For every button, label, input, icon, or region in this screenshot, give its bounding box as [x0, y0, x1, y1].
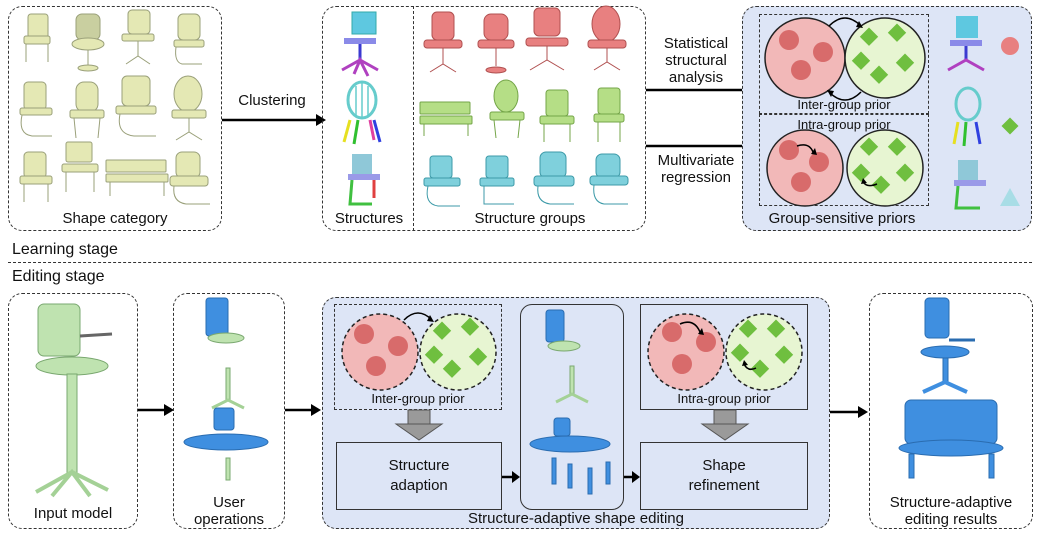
clustering-label: Clustering	[238, 92, 306, 109]
inter-group-prior-diagram	[764, 17, 926, 101]
structure-groups-chairs	[419, 5, 629, 207]
editing-intra-prior-label: Intra-group prior	[677, 391, 771, 406]
learning-stage-label: Learning stage	[12, 241, 118, 258]
editing-stage-label: Editing stage	[12, 268, 105, 285]
structure-adaption-line-2: adaption	[390, 477, 448, 494]
editing-intra-prior-diagram	[647, 313, 803, 391]
results-line-1: Structure-adaptive	[889, 494, 1013, 511]
results-line-2: editing results	[904, 511, 998, 528]
shape-editing-label: Structure-adaptive shape editing	[468, 510, 684, 527]
inter-group-prior-frame	[759, 14, 929, 114]
user-to-editing-arrow	[285, 404, 321, 416]
input-model-panel	[8, 293, 138, 529]
adapted-parts	[529, 309, 611, 495]
results-panel	[869, 293, 1033, 529]
inter-group-prior-label: Inter-group prior	[797, 97, 891, 112]
intra-prior-down-arrow	[700, 409, 750, 441]
structure-adaption-line-1: Structure	[388, 457, 450, 474]
inter-prior-down-arrow	[394, 409, 444, 441]
user-operations-parts	[183, 297, 269, 481]
statistical-line-3: analysis	[668, 69, 724, 86]
statistical-line-2: structural	[665, 52, 727, 69]
editing-inter-prior-diagram	[341, 312, 497, 391]
user-operations-line-1: User	[213, 494, 245, 511]
intra-group-prior-diagram	[766, 129, 924, 207]
multivariate-line-1: Multivariate	[657, 152, 735, 169]
editing-to-results-arrow	[830, 406, 868, 418]
shape-category-panel	[8, 6, 222, 231]
intra-group-prior-frame	[759, 114, 929, 206]
structure-groups-label: Structure groups	[474, 210, 586, 227]
editing-inter-prior-label: Inter-group prior	[371, 391, 465, 406]
statistical-line-1: Statistical	[663, 35, 729, 52]
structures-label: Structures	[334, 210, 404, 227]
structures-skeletons	[341, 11, 382, 206]
results-shapes	[898, 297, 1004, 479]
shape-refinement-line-1: Shape	[702, 457, 746, 474]
multivariate-line-2: regression	[660, 169, 732, 186]
intra-group-prior-label: Intra-group prior	[797, 117, 891, 132]
stage-separator	[8, 262, 1032, 263]
structure-adaption-box[interactable]	[336, 442, 502, 510]
adapted-parts-panel	[520, 304, 624, 510]
input-model-chair	[35, 303, 113, 498]
shape-refinement-box[interactable]	[640, 442, 808, 510]
input-model-label: Input model	[33, 505, 113, 522]
structures-panel	[322, 6, 646, 231]
user-operations-line-2: operations	[193, 511, 265, 528]
adaption-to-parts-arrow	[502, 471, 520, 483]
shape-category-label: Shape category	[62, 210, 168, 227]
structures-divider	[413, 6, 414, 231]
shape-category-chairs	[19, 9, 210, 205]
group-sensitive-priors-label: Group-sensitive priors	[768, 210, 916, 227]
shape-refinement-line-2: refinement	[688, 477, 760, 494]
parts-to-refinement-arrow	[624, 471, 640, 483]
user-operations-panel	[173, 293, 285, 529]
input-to-user-arrow	[138, 404, 174, 416]
clustering-arrow	[222, 114, 326, 126]
prior-legend	[947, 16, 1020, 210]
